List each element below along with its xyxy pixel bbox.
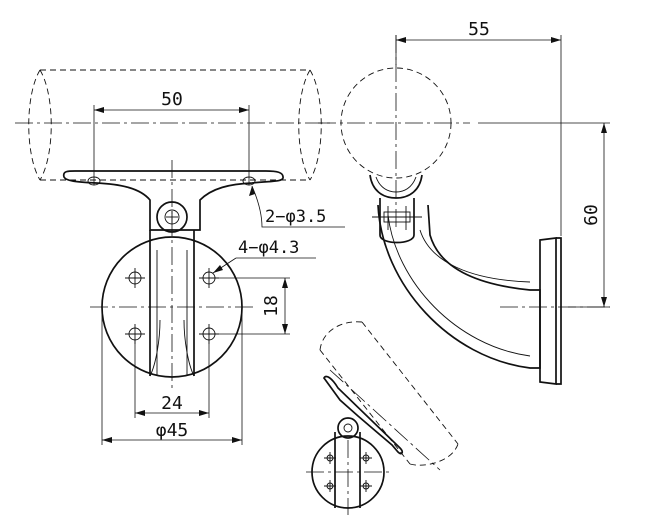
front-view: 50 2−φ3.5 4−φ4.3 18	[15, 69, 345, 445]
dim-50-label: 50	[161, 89, 183, 110]
dim-phi45: φ45	[101, 307, 243, 445]
inclined-saddle	[323, 375, 404, 455]
inclined-handrail-phantom	[319, 321, 459, 466]
dim-phi45-label: φ45	[156, 420, 189, 441]
saddle-plate	[62, 170, 284, 231]
pivot-screw	[156, 201, 188, 233]
dim-18: 18	[215, 277, 290, 335]
dim-24-label: 24	[161, 393, 183, 414]
callout-small-holes: 2−φ3.5	[249, 185, 345, 228]
pivot-clip	[379, 198, 415, 244]
dim-24: 24	[134, 340, 210, 418]
dim-18-label: 18	[261, 295, 282, 317]
dim-60-label: 60	[581, 204, 602, 226]
inclined-holes	[324, 452, 372, 492]
dim-55: 55	[395, 19, 562, 236]
cradle	[369, 174, 423, 199]
dim-50: 50	[93, 89, 250, 185]
callout-base-holes: 4−φ4.3	[212, 238, 316, 274]
stem	[149, 230, 195, 376]
inclined-view	[306, 321, 459, 515]
callout-base-holes-label: 4−φ4.3	[238, 238, 299, 258]
front-handrail-phantom	[28, 69, 322, 181]
dim-55-label: 55	[468, 19, 490, 40]
dim-60: 60	[478, 122, 610, 308]
bracket-arm	[377, 204, 541, 369]
callout-small-holes-label: 2−φ3.5	[265, 207, 326, 227]
wall-base	[539, 237, 557, 385]
side-view: 55 60	[318, 19, 610, 385]
